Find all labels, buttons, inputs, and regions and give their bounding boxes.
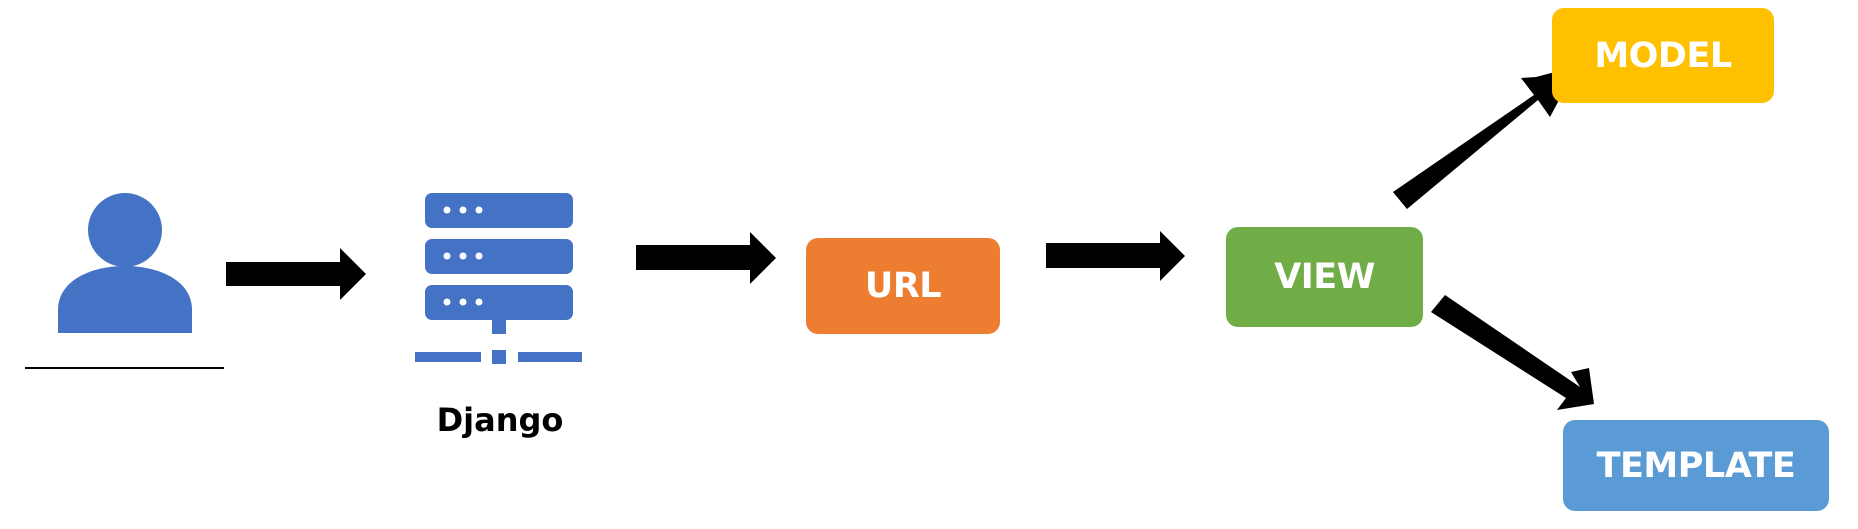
arrow-user-to-django <box>226 248 366 300</box>
arrow-view-to-model <box>1393 68 1570 209</box>
django-label: Django <box>436 401 564 439</box>
arrow-view-to-template <box>1431 295 1594 410</box>
arrow-url-to-view <box>1046 231 1185 281</box>
server-icon <box>415 193 582 364</box>
user-icon <box>58 193 192 333</box>
template-node: TEMPLATE <box>1563 420 1829 511</box>
view-node: VIEW <box>1226 227 1423 327</box>
model-node: MODEL <box>1552 8 1774 103</box>
arrow-django-to-url <box>636 232 776 284</box>
url-node: URL <box>806 238 1000 334</box>
